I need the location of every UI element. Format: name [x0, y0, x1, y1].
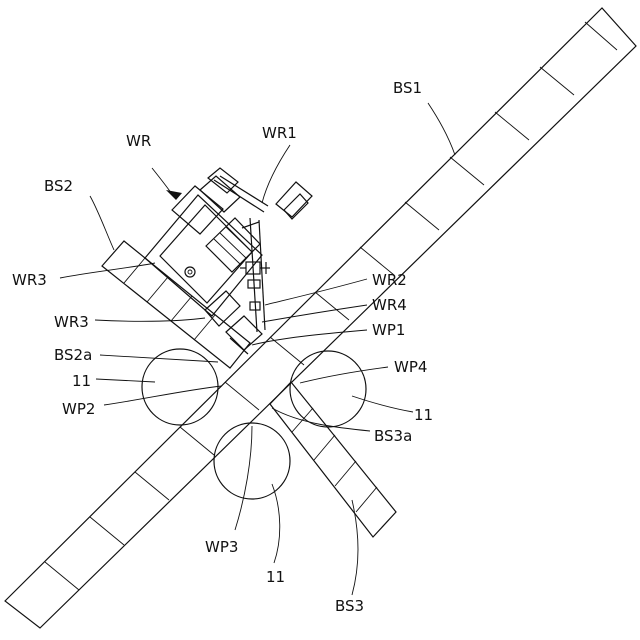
leader-lines: [60, 103, 455, 595]
leader-11-right: [352, 396, 413, 412]
leader-bs2: [90, 196, 114, 250]
label-wp3: WP3: [205, 538, 238, 556]
leader-11-left: [96, 379, 155, 382]
label-wr: WR: [126, 132, 151, 150]
leader-wr3-upper: [60, 263, 155, 278]
roll-right: [290, 351, 366, 427]
wr-arrow-head: [166, 190, 182, 200]
label-wr3-upper: WR3: [12, 271, 47, 289]
leader-wr1: [262, 145, 290, 203]
label-wr2: WR2: [372, 271, 407, 289]
label-wr1: WR1: [262, 124, 297, 142]
label-wp1: WP1: [372, 321, 405, 339]
base-sheet-bs3: [270, 382, 396, 537]
label-bs3a: BS3a: [374, 427, 412, 445]
label-bs1: BS1: [393, 79, 422, 97]
leader-wp1: [252, 330, 367, 345]
labels: BS1 WR WR1 BS2 WR3 WR2 WR4 WR3 WP1 BS2a …: [12, 79, 433, 615]
leader-bs1: [428, 103, 455, 155]
base-sheet-bs1: [5, 8, 636, 628]
leader-wp3: [235, 426, 252, 530]
leader-bs3: [352, 500, 358, 595]
label-wp2: WP2: [62, 400, 95, 418]
label-bs2: BS2: [44, 177, 73, 195]
label-11-bottom: 11: [266, 568, 285, 586]
label-wp4: WP4: [394, 358, 427, 376]
label-11-right: 11: [414, 406, 433, 424]
leader-11-bottom: [272, 484, 280, 563]
leader-wr3-lower: [95, 318, 205, 321]
leader-wr2: [265, 279, 367, 305]
label-wr4: WR4: [372, 296, 407, 314]
leader-wr4: [262, 305, 367, 322]
label-11-left: 11: [72, 372, 91, 390]
leader-wp2: [104, 386, 222, 405]
label-bs3: BS3: [335, 597, 364, 615]
label-bs2a: BS2a: [54, 346, 92, 364]
roll-left: [142, 349, 218, 425]
label-wr3-lower: WR3: [54, 313, 89, 331]
leader-wp4: [300, 367, 388, 383]
